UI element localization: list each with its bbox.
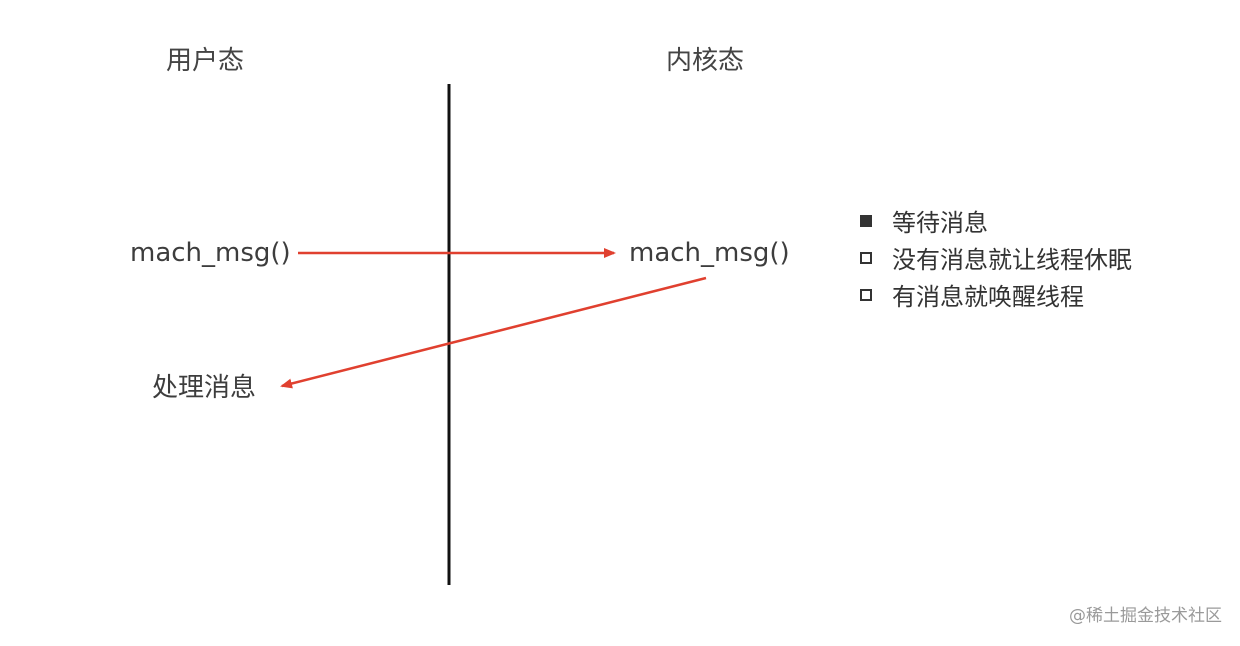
note-text: 有消息就唤醒线程: [892, 283, 1084, 311]
note-item: 等待消息: [860, 202, 1132, 239]
note-item: 没有消息就让线程休眠: [860, 239, 1132, 276]
hollow-square-bullet-icon: [860, 251, 872, 264]
filled-square-bullet-icon: [860, 214, 872, 227]
user-mach-msg-label: mach_msg(): [130, 238, 291, 268]
user-mode-heading: 用户态: [166, 46, 245, 76]
kernel-mode-heading: 内核态: [666, 46, 745, 76]
watermark: @稀土掘金技术社区: [1069, 606, 1222, 626]
notes-list: 等待消息 没有消息就让线程休眠 有消息就唤醒线程: [860, 202, 1132, 313]
hollow-square-bullet-icon: [860, 288, 872, 301]
return-arrow: [280, 276, 707, 389]
note-item: 有消息就唤醒线程: [860, 276, 1132, 313]
note-text: 没有消息就让线程休眠: [892, 246, 1132, 274]
note-text: 等待消息: [892, 209, 988, 237]
kernel-mach-msg-label: mach_msg(): [629, 238, 790, 268]
handle-message-label: 处理消息: [152, 373, 257, 403]
